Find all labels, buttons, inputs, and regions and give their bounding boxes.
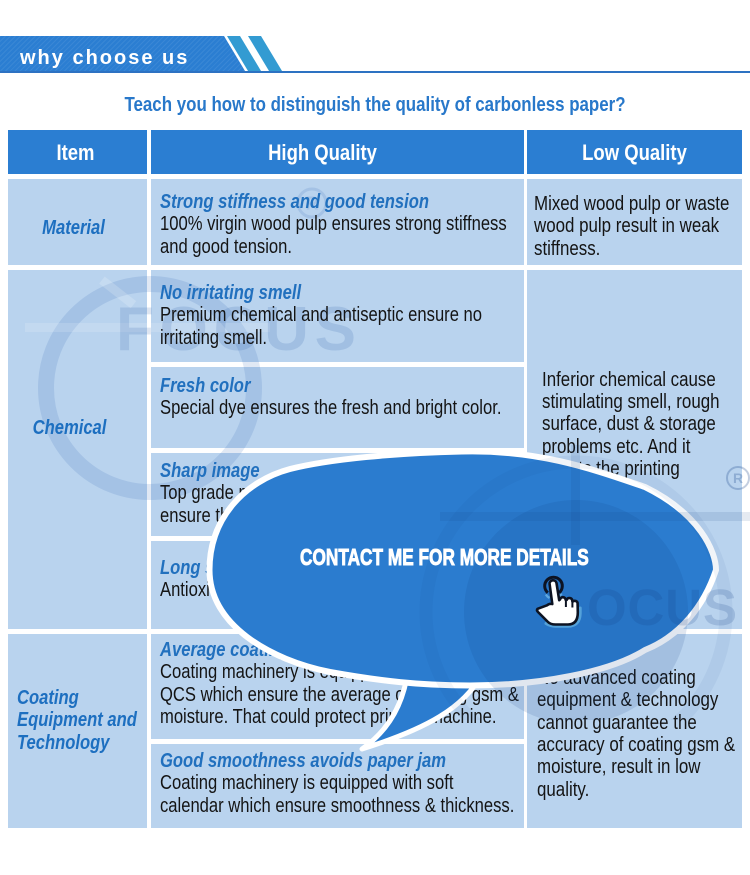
svg-text:OCUS: OCUS bbox=[587, 579, 737, 636]
svg-text:R: R bbox=[306, 194, 319, 214]
svg-text:R: R bbox=[733, 470, 743, 486]
